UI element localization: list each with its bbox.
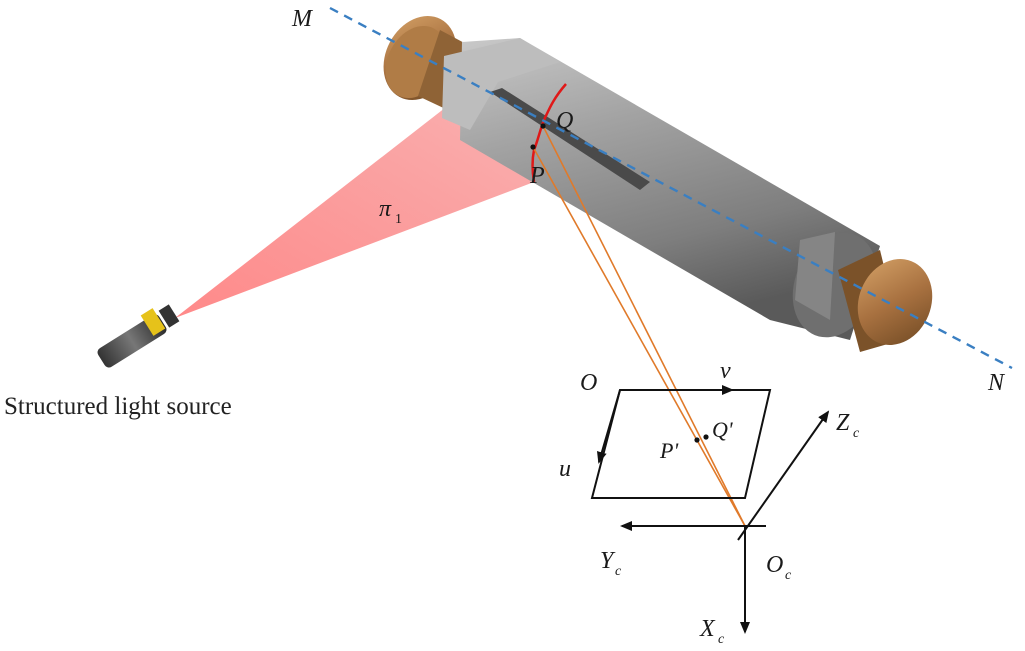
point-p-dot	[530, 144, 536, 150]
label-image-q: Q'	[712, 417, 733, 442]
label-image-u: u	[559, 456, 571, 482]
label-camera-yc-sub: c	[615, 564, 622, 579]
label-camera-oc-sub: c	[785, 568, 792, 583]
label-camera-zc: Z	[836, 410, 850, 436]
label-light-source: Structured light source	[4, 393, 232, 420]
label-point-q: Q	[556, 108, 573, 134]
laser-profile-curve	[531, 83, 567, 183]
camera-frame	[620, 410, 830, 634]
label-image-v: v	[720, 358, 731, 384]
point-q-dot	[540, 123, 546, 129]
label-point-p: P	[529, 163, 545, 189]
image-point-q-dot	[703, 434, 709, 440]
label-light-plane-sub: 1	[395, 212, 402, 227]
image-point-p-dot	[694, 437, 700, 443]
camera-zc-axis	[737, 410, 830, 541]
label-camera-yc: Y	[600, 548, 616, 574]
label-image-origin: O	[580, 370, 597, 396]
shaft-step	[442, 38, 560, 130]
label-camera-xc-sub: c	[718, 632, 725, 647]
shaft-assembly	[383, 15, 933, 352]
projection-rays	[532, 125, 746, 527]
label-light-plane: π	[379, 196, 392, 222]
image-plane	[590, 389, 772, 499]
label-image-p: P'	[659, 438, 678, 463]
label-camera-zc-sub: c	[853, 426, 860, 441]
image-u-arrow	[597, 389, 621, 464]
right-bearing	[838, 250, 933, 352]
label-axis-n: N	[987, 370, 1006, 396]
ray-q	[542, 125, 746, 527]
ray-p	[532, 146, 746, 527]
shaft-axis-line	[329, 6, 1013, 370]
label-camera-xc: X	[699, 616, 716, 642]
label-camera-oc: O	[766, 552, 783, 578]
label-axis-m: M	[291, 6, 314, 32]
laser-device	[97, 304, 180, 368]
shaft-body	[460, 38, 880, 340]
